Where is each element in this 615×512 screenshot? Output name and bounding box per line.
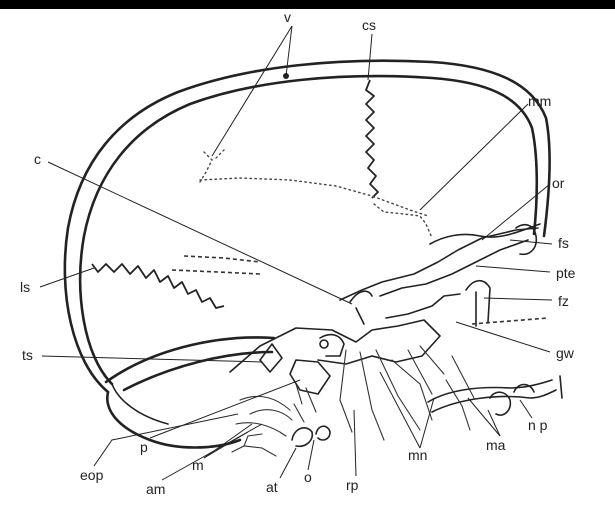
coronal-suture <box>366 80 378 198</box>
leader-ls <box>40 268 94 287</box>
leader-mm <box>420 104 528 210</box>
occipital-inner-base <box>112 384 168 424</box>
mandible-end <box>560 376 562 398</box>
leader-eop <box>94 414 238 466</box>
vascular-trace-upper <box>200 178 428 216</box>
leader-am <box>162 424 262 480</box>
leader-or <box>482 184 550 240</box>
skull-inner-outline <box>80 76 537 384</box>
label-at: at <box>266 479 278 495</box>
occipital-base <box>107 392 240 448</box>
leader-p <box>150 380 300 438</box>
foramen-ovale-mark <box>320 340 328 348</box>
coronal-suture-continuation <box>374 204 432 238</box>
leader-mn-1 <box>380 372 420 448</box>
label-mn: mn <box>408 447 427 463</box>
mandibular-nerve-branches <box>340 346 444 440</box>
leader-ma <box>488 410 500 436</box>
leader-o <box>308 440 314 470</box>
label-mm: mm <box>528 93 551 109</box>
transverse-trace-1 <box>184 256 260 262</box>
pterygoid-plate <box>386 294 460 318</box>
label-am: am <box>146 481 165 497</box>
leader-c <box>48 162 352 304</box>
leader-ma-2 <box>468 398 500 436</box>
odontoid-outline <box>316 426 330 440</box>
label-p: p <box>140 439 148 455</box>
label-o: o <box>304 469 312 485</box>
label-gw: gw <box>556 345 575 361</box>
cranial-base-ridge <box>106 337 274 390</box>
label-v: v <box>284 9 291 25</box>
temporal-process <box>260 344 282 372</box>
label-ma: ma <box>486 437 506 453</box>
lambdoid-suture <box>92 264 224 308</box>
leader-rp <box>354 410 356 476</box>
styloid-lines <box>294 384 316 422</box>
sella-outline <box>320 335 344 356</box>
leader-np <box>520 400 532 418</box>
label-cs: cs <box>362 17 376 33</box>
occipital-condyle <box>292 428 312 446</box>
zygomatic-arch <box>466 281 490 326</box>
label-m: m <box>192 457 204 473</box>
label-np: n p <box>528 417 548 433</box>
skull-outer-outline <box>65 61 550 392</box>
leader-lines <box>40 26 552 480</box>
leader-at <box>280 448 296 478</box>
label-rp: rp <box>346 477 359 493</box>
label-ls: ls <box>20 279 30 295</box>
leader-v-2 <box>212 26 292 156</box>
orbital-margin <box>472 318 548 324</box>
label-or: or <box>552 175 565 191</box>
label-ts: ts <box>22 347 33 363</box>
petrous-ridge <box>230 320 440 372</box>
leader-gw <box>456 322 550 352</box>
mastoid-lines <box>236 396 292 436</box>
label-fz: fz <box>558 293 569 309</box>
leader-pte <box>476 266 550 272</box>
label-c: c <box>34 151 41 167</box>
vascular-trace-dots <box>200 150 224 182</box>
mandible-arc-1 <box>490 392 510 415</box>
leader-fz <box>484 298 552 300</box>
transverse-trace-2 <box>172 270 260 274</box>
leader-cs <box>368 34 372 80</box>
label-eop: eop <box>80 467 104 483</box>
label-pte: pte <box>556 265 576 281</box>
clinoid-process <box>350 291 372 324</box>
label-fs: fs <box>558 235 569 251</box>
sphenoid-body <box>290 360 330 394</box>
